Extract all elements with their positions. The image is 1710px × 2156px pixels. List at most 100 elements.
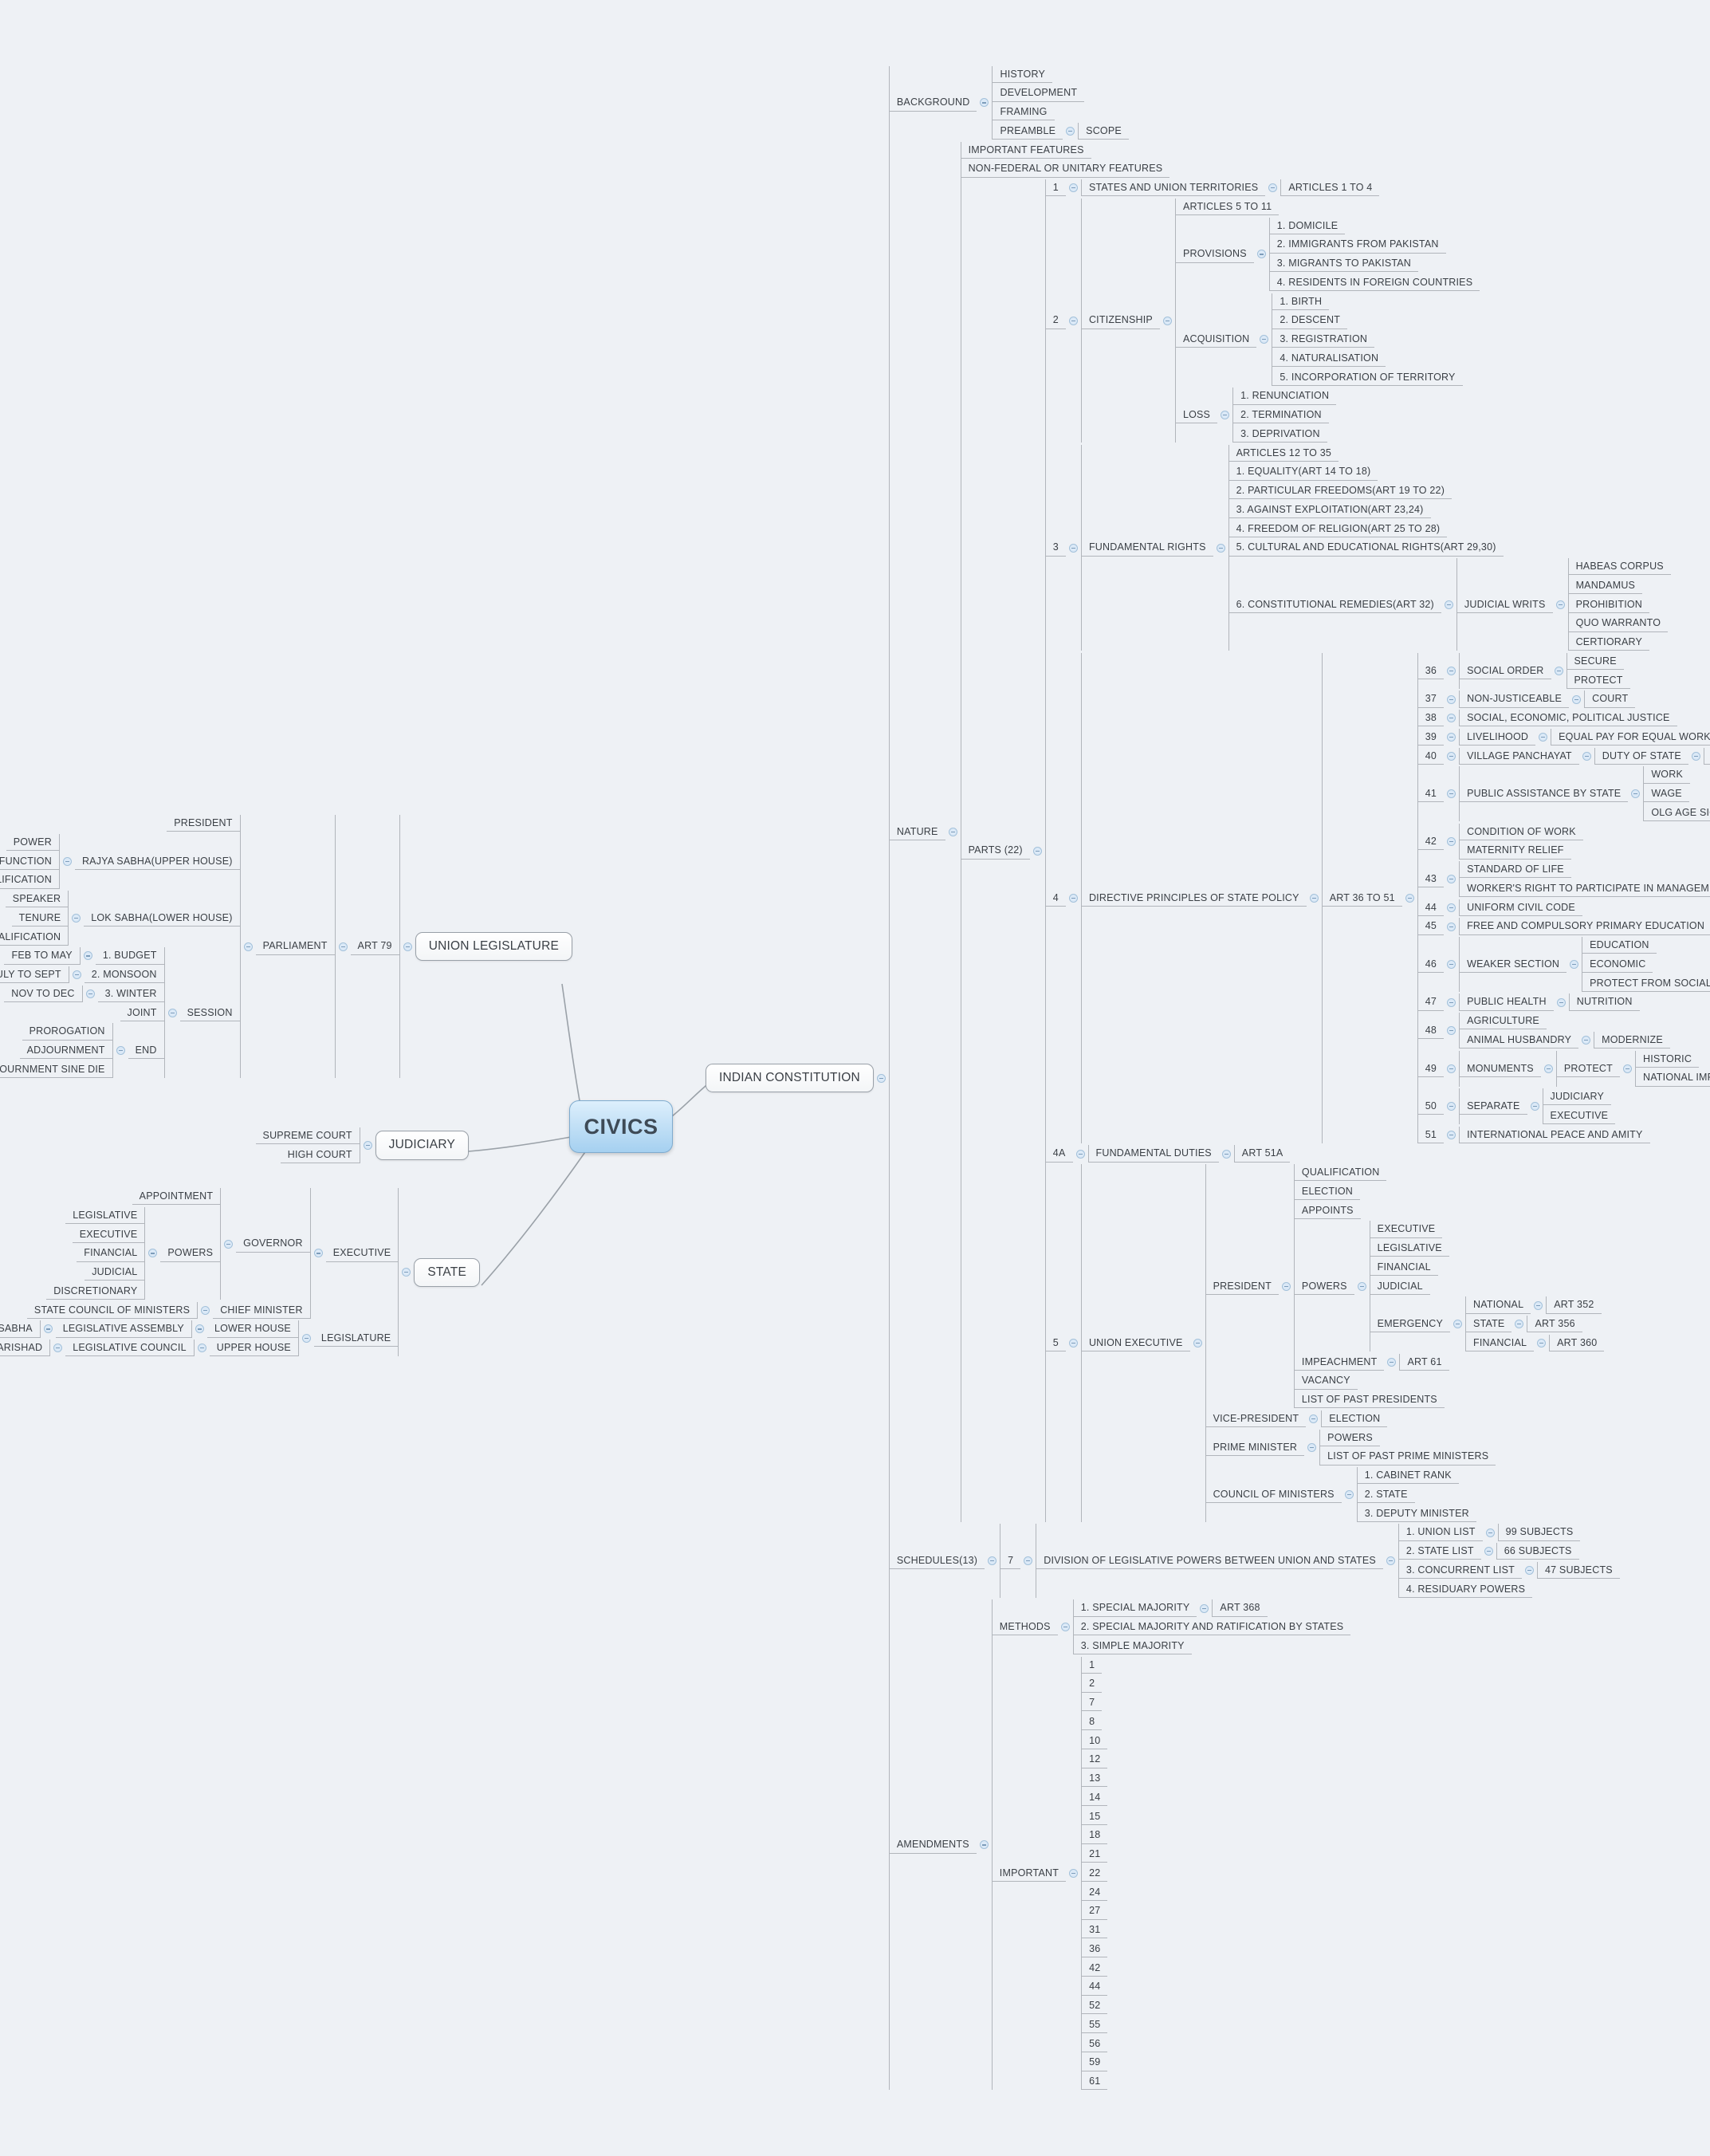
topic-history[interactable]: HISTORY [993,66,1052,83]
topic-social-economic-political-justice[interactable]: SOCIAL, ECONOMIC, POLITICAL JUSTICE [1460,710,1677,727]
topic-supreme-court[interactable]: SUPREME COURT [255,1127,360,1145]
topic-14[interactable]: 14 [1082,1789,1108,1807]
topic-monuments[interactable]: MONUMENTS [1460,1060,1541,1077]
collapse-minus-icon[interactable] [1524,1566,1534,1575]
topic-48[interactable]: 48 [1417,1022,1445,1040]
topic-5[interactable]: 5 [1045,1335,1066,1352]
topic-55[interactable]: 55 [1082,2016,1108,2034]
collapse-minus-icon[interactable] [1447,960,1456,969]
topic-governor[interactable]: GOVERNOR [236,1235,310,1253]
topic-acquisition[interactable]: ACQUISITION [1175,331,1257,348]
topic-nature[interactable]: NATURE [889,824,945,840]
topic-36[interactable]: 36 [1417,663,1445,679]
topic-vice-president[interactable]: VICE-PRESIDENT [1205,1410,1307,1428]
topic-speaker[interactable]: SPEAKER [5,891,69,908]
collapse-minus-icon[interactable] [1484,1547,1493,1556]
topic-uniform-civil-code[interactable]: UNIFORM CIVIL CODE [1460,899,1582,916]
topic-art-61[interactable]: ART 61 [1400,1354,1449,1371]
topic-powers[interactable]: POWERS [1294,1278,1354,1295]
topic-end[interactable]: END [128,1042,164,1060]
topic-3-registration[interactable]: 3. REGISTRATION [1272,331,1375,348]
collapse-minus-icon[interactable] [1281,1281,1291,1291]
topic-4-naturalisation[interactable]: 4. NATURALISATION [1272,350,1386,368]
collapse-minus-icon[interactable] [1307,1442,1317,1452]
topic-olg-age-sickness[interactable]: OLG AGE SICKNESS [1644,805,1710,822]
topic-legislative[interactable]: LEGISLATIVE [65,1207,145,1224]
topic-art-36-to-51[interactable]: ART 36 TO 51 [1322,890,1402,907]
topic-modernize[interactable]: MODERNIZE [1594,1032,1670,1049]
topic-powers[interactable]: POWERS [160,1245,221,1262]
topic-directive-principles-of-state-policy[interactable]: DIRECTIVE PRINCIPLES OF STATE POLICY [1081,890,1307,907]
collapse-minus-icon[interactable] [402,1268,411,1277]
topic-national-importance[interactable]: NATIONAL IMPORTANCE [1635,1069,1710,1087]
collapse-minus-icon[interactable] [1068,183,1078,193]
collapse-minus-icon[interactable] [1631,789,1641,799]
topic-state[interactable]: STATE [414,1257,480,1287]
topic-agriculture[interactable]: AGRICULTURE [1460,1013,1547,1030]
collapse-minus-icon[interactable] [1453,1320,1463,1329]
topic-feb-to-may[interactable]: FEB TO MAY [4,947,80,965]
topic-schedules-13[interactable]: SCHEDULES(13) [889,1552,985,1570]
topic-parts-22[interactable]: PARTS (22) [961,842,1030,860]
collapse-minus-icon[interactable] [1447,733,1456,742]
topic-mandamus[interactable]: MANDAMUS [1568,577,1643,595]
topic-45[interactable]: 45 [1417,918,1445,935]
topic-3-migrants-to-pakistan[interactable]: 3. MIGRANTS TO PAKISTAN [1269,255,1419,273]
topic-3-concurrent-list[interactable]: 3. CONCURRENT LIST [1398,1562,1522,1580]
topic-village-panchayat[interactable]: VILLAGE PANCHAYAT [1460,748,1579,765]
topic-47[interactable]: 47 [1417,993,1445,1011]
collapse-minus-icon[interactable] [1200,1603,1209,1613]
collapse-minus-icon[interactable] [948,827,957,836]
topic-52[interactable]: 52 [1082,1997,1108,2015]
topic-development[interactable]: DEVELOPMENT [993,85,1085,102]
topic-secure[interactable]: SECURE [1567,653,1624,671]
topic-organize[interactable]: ORGANIZE [1704,748,1710,765]
topic-2-state-list[interactable]: 2. STATE LIST [1398,1543,1481,1560]
collapse-minus-icon[interactable] [301,1334,311,1344]
topic-important[interactable]: IMPORTANT [992,1865,1067,1883]
collapse-minus-icon[interactable] [1387,1357,1397,1367]
topic-animal-husbandry[interactable]: ANIMAL HUSBANDRY [1460,1032,1579,1049]
collapse-minus-icon[interactable] [876,1073,886,1083]
collapse-minus-icon[interactable] [1386,1556,1395,1566]
topic-public-assistance-by-state[interactable]: PUBLIC ASSISTANCE BY STATE [1460,785,1629,803]
topic-framing[interactable]: FRAMING [993,104,1055,121]
topic-44[interactable]: 44 [1417,899,1445,916]
collapse-minus-icon[interactable] [224,1239,234,1249]
topic-maternity-relief[interactable]: MATERNITY RELIEF [1460,842,1571,860]
topic-worker-s-right-to-participate-in-managemen[interactable]: WORKER'S RIGHT TO PARTICIPATE IN MANAGEM… [1460,880,1710,898]
collapse-minus-icon[interactable] [1534,1300,1543,1310]
topic-citizenship[interactable]: CITIZENSHIP [1081,312,1160,329]
topic-union-executive[interactable]: UNION EXECUTIVE [1081,1335,1190,1352]
collapse-minus-icon[interactable] [1357,1281,1366,1291]
topic-joint[interactable]: JOINT [120,1005,164,1021]
topic-appoints[interactable]: APPOINTS [1294,1202,1361,1219]
collapse-minus-icon[interactable] [1068,543,1078,553]
collapse-minus-icon[interactable] [148,1249,158,1258]
collapse-minus-icon[interactable] [1530,1102,1539,1111]
topic-4a[interactable]: 4A [1045,1145,1073,1163]
collapse-minus-icon[interactable] [1344,1490,1354,1499]
topic-2[interactable]: 2 [1082,1675,1103,1693]
topic-1-union-list[interactable]: 1. UNION LIST [1398,1524,1483,1541]
topic-articles-1-to-4[interactable]: ARTICLES 1 TO 4 [1281,179,1380,197]
collapse-minus-icon[interactable] [1024,1556,1033,1566]
topic-methods[interactable]: METHODS [992,1619,1058,1636]
topic-election[interactable]: ELECTION [1322,1410,1388,1428]
topic-executive[interactable]: EXECUTIVE [1543,1108,1616,1125]
topic-list-of-past-prime-ministers[interactable]: LIST OF PAST PRIME MINISTERS [1320,1448,1496,1466]
collapse-minus-icon[interactable] [1221,1149,1231,1159]
topic-provisions[interactable]: PROVISIONS [1175,246,1254,263]
topic-prime-minister[interactable]: PRIME MINISTER [1205,1439,1305,1456]
topic-24[interactable]: 24 [1082,1884,1108,1901]
topic-1-birth[interactable]: 1. BIRTH [1272,293,1330,310]
topic-8[interactable]: 8 [1082,1713,1103,1731]
collapse-minus-icon[interactable] [403,942,412,951]
collapse-minus-icon[interactable] [1447,666,1456,675]
topic-judicial-writs[interactable]: JUDICIAL WRITS [1456,596,1553,613]
topic-1-domicile[interactable]: 1. DOMICILE [1269,218,1346,234]
collapse-minus-icon[interactable] [1260,335,1269,344]
topic-separate[interactable]: SEPARATE [1460,1098,1527,1115]
topic-background[interactable]: BACKGROUND [889,94,977,112]
topic-state[interactable]: STATE [1466,1316,1512,1333]
